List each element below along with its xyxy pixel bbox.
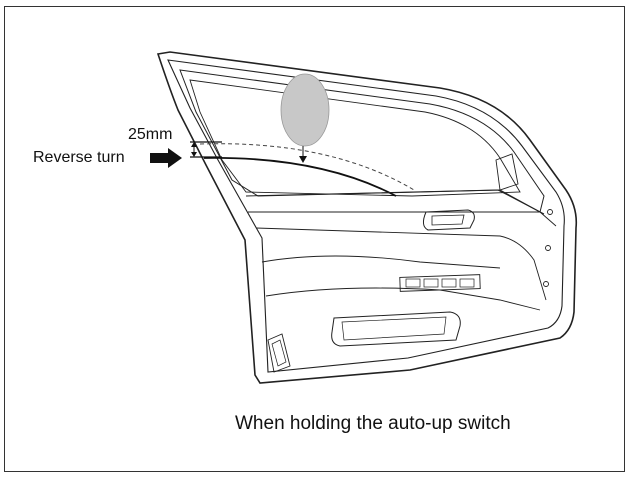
- door-pocket-inner: [341, 316, 447, 341]
- speaker-inner: [271, 339, 287, 367]
- hinge-bolt-1: [547, 209, 553, 215]
- belt-line: [245, 189, 545, 215]
- switch-panel: [399, 274, 481, 292]
- reverse-turn-label: Reverse turn: [33, 149, 125, 166]
- switch-4: [459, 278, 475, 288]
- obstacle-ellipse: [280, 73, 330, 147]
- door-handle: [422, 209, 475, 231]
- figure-caption: When holding the auto-up switch: [235, 413, 511, 434]
- window-glass: [189, 79, 521, 197]
- switch-2: [423, 278, 439, 288]
- glass-edge-line: [203, 157, 397, 197]
- door-inner-frame: [167, 59, 565, 373]
- reverse-arrow: [150, 148, 182, 168]
- upper-trim: [248, 211, 557, 227]
- armrest-lower: [261, 255, 501, 269]
- hinge-bolt-2: [545, 245, 551, 251]
- switch-1: [405, 278, 421, 288]
- speaker-outline: [267, 333, 291, 373]
- dimension-arrow-head-bottom: [191, 152, 197, 157]
- mirror-mount: [495, 153, 519, 191]
- obstacle-arrow-head: [299, 156, 307, 163]
- door-pocket: [331, 311, 461, 347]
- door-handle-inner: [431, 214, 465, 226]
- armrest-upper: [255, 227, 547, 301]
- hinge-bolt-3: [543, 281, 549, 287]
- glass-position-dashed: [199, 143, 415, 191]
- door-outer-outline: [156, 51, 578, 384]
- switch-3: [441, 278, 457, 288]
- dimension-label: 25mm: [128, 126, 173, 143]
- dimension-arrow-head-top: [191, 142, 197, 147]
- figure-frame: [4, 6, 625, 472]
